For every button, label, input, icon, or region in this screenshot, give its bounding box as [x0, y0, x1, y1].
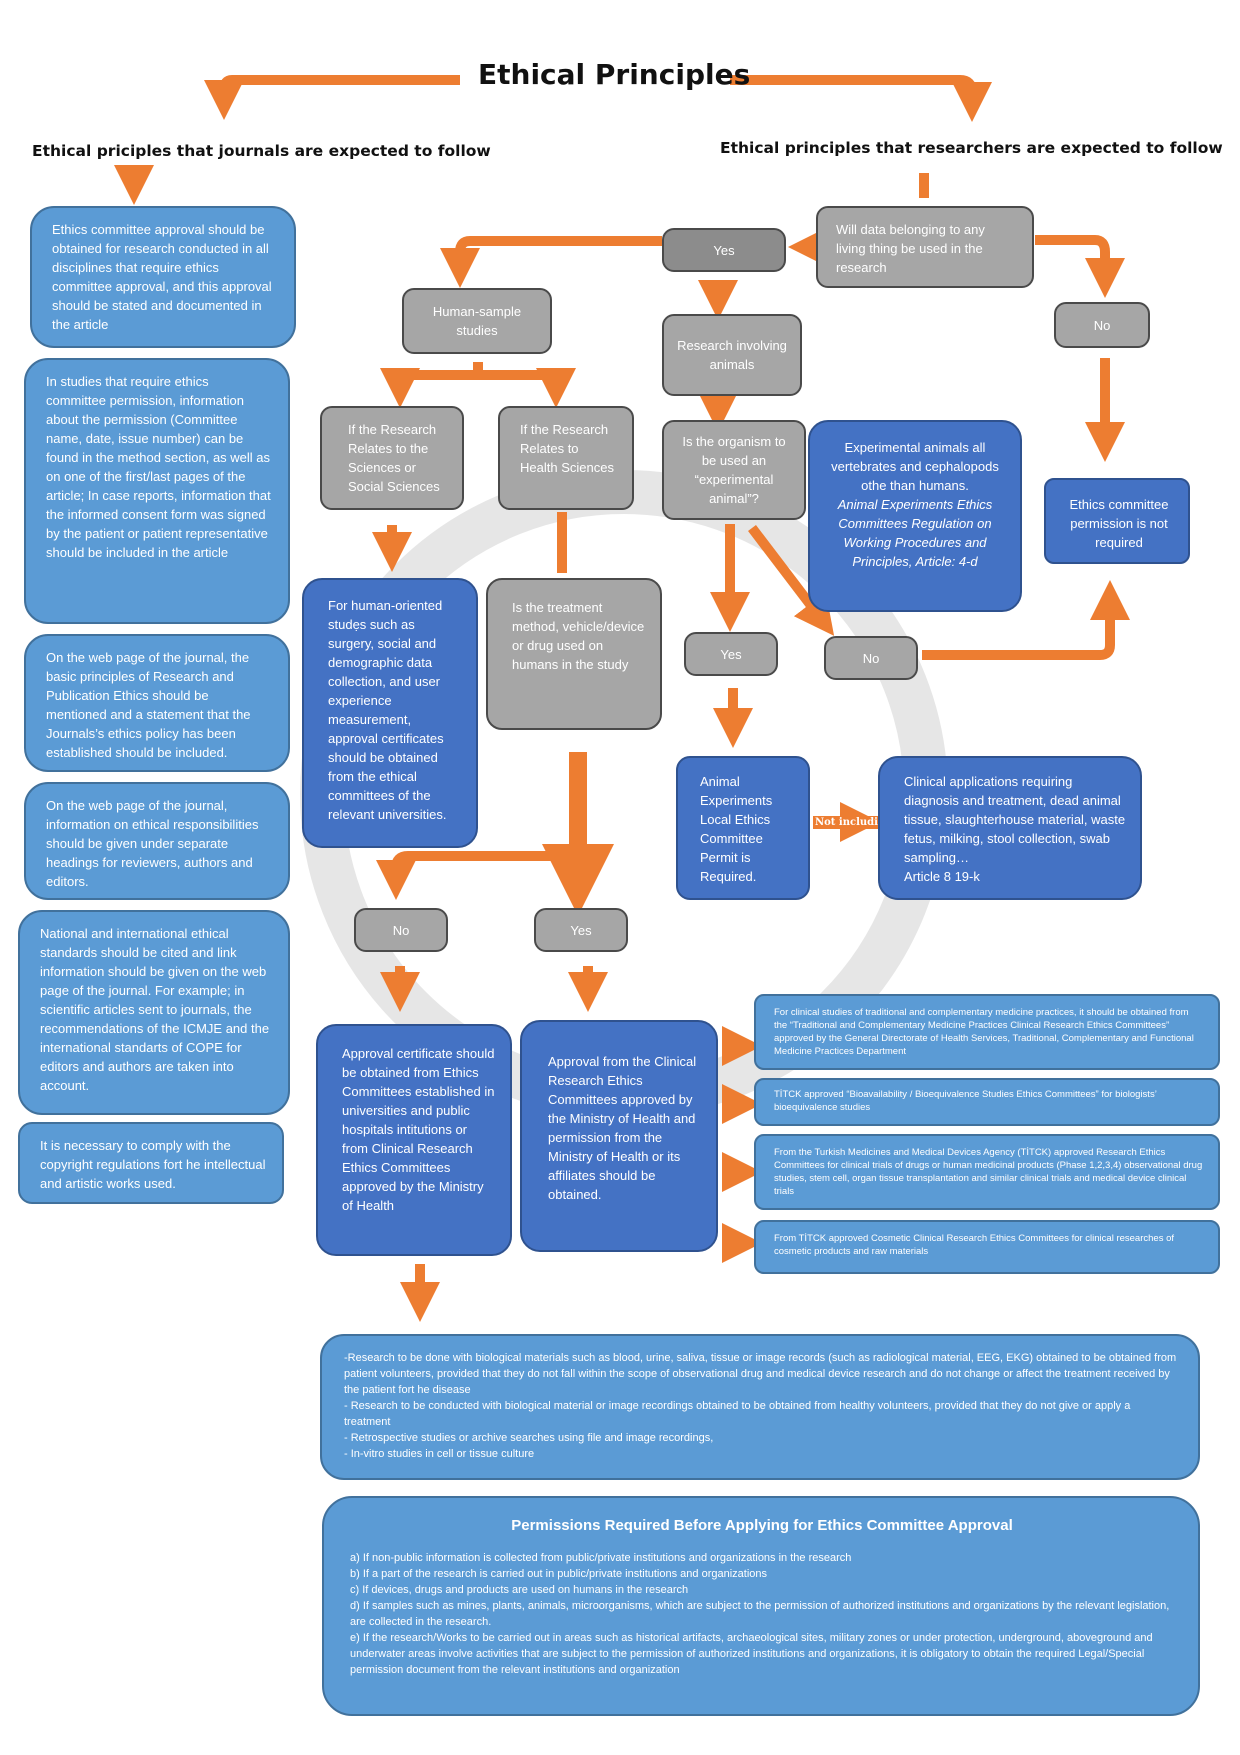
arrow-to-no — [1035, 235, 1125, 298]
node-approval-clinical: Approval from the Clinical Research Ethi… — [520, 1020, 718, 1252]
committee-box-bioequivalence: TİTCK approved “Bioavailability / Bioequ… — [754, 1078, 1220, 1126]
journal-box-web-principles: On the web page of the journal, the basi… — [24, 634, 290, 772]
journal-box-ethics-approval: Ethics committee approval should be obta… — [30, 206, 296, 348]
arrow-treatment-to-no — [376, 851, 556, 900]
arrow-noanimal-to-notrequired — [922, 580, 1130, 660]
node-ethics-not-required: Ethics committee permission is not requi… — [1044, 478, 1190, 564]
clinical-applications-text: Clinical applications requiring diagnosi… — [904, 774, 1126, 865]
journals-heading: Ethical pricipl​es that journals are exp… — [32, 142, 491, 160]
node-yes-top: Yes — [662, 228, 786, 272]
arrow-organism-to-no — [748, 524, 835, 636]
experimental-animals-reference: Animal Experiments Ethics Committees Reg… — [837, 497, 993, 569]
researchers-heading: Ethical principles that researchers are … — [720, 139, 1223, 157]
node-no-animal: No — [824, 636, 918, 680]
page-title: Ethical Principles — [478, 58, 751, 91]
node-health-sciences: If the Research Relates to Health Scienc… — [498, 406, 634, 510]
committee-box-traditional: For clinical studies of traditional and … — [754, 994, 1220, 1070]
node-no-top: No — [1054, 302, 1150, 348]
node-yes-animal: Yes — [684, 632, 778, 676]
node-animal-permit: Animal Experiments Local Ethics Committe… — [676, 756, 810, 900]
arrow-title-right — [730, 75, 992, 122]
arrow-human-to-health — [478, 368, 576, 408]
research-list-item: - In-vitro studies in cell or tissue cul… — [344, 1448, 535, 1460]
arrow-yes-to-human — [440, 236, 662, 288]
arrow-human-to-social — [380, 368, 478, 408]
research-list-box: -Research to be done with biological mat… — [320, 1334, 1200, 1480]
permission-item: b) If a part of the research is carried … — [350, 1568, 768, 1580]
committee-box-clinical-trials: From the Turkish Medicines and Medical D… — [754, 1134, 1220, 1210]
node-clinical-applications: Clinical applications requiring diagnosi… — [878, 756, 1142, 900]
node-organism-question: Is the organism to be used an “experimen… — [662, 420, 806, 520]
node-experimental-animals: Experimental animals all vertebrates and… — [808, 420, 1022, 612]
label-not-including: Not including — [813, 816, 895, 829]
node-will-data: Will data belonging to any living thing … — [816, 206, 1034, 288]
node-human-sample: Human-sample studies — [402, 288, 552, 354]
node-treatment-question: Is the treatment method, vehicle/device … — [486, 578, 662, 730]
permission-item: d) If samples such as mines, plants, ani… — [350, 1600, 1170, 1628]
permission-item: e) If the research/Works to be carried o… — [350, 1632, 1153, 1676]
node-social-sciences: If the Research Relates to the Sciences … — [320, 406, 464, 510]
experimental-animals-text: Experimental animals all vertebrates and… — [831, 440, 999, 493]
permissions-title: Permissions Required Before Applying for… — [511, 1517, 1013, 1534]
node-research-animals: Research involving animals — [662, 314, 802, 396]
research-list-item: -Research to be done with biological mat… — [344, 1352, 1177, 1396]
node-no-treatment: No — [354, 908, 448, 952]
journal-box-copyright: It is necessary to comply with the copyr… — [18, 1122, 284, 1204]
journal-box-standards: National and international ethical stand… — [18, 910, 290, 1115]
journal-box-permission-info: In studies that require ethics committee… — [24, 358, 290, 624]
arrow-title-left — [204, 75, 460, 120]
clinical-applications-reference: Article 8 19-k — [904, 869, 980, 884]
journal-box-responsibilities: On the web page of the journal, informat… — [24, 782, 290, 900]
node-approval-universities: Approval certificate should be obtained … — [316, 1024, 512, 1256]
node-yes-treatment: Yes — [534, 908, 628, 952]
research-list-item: - Retrospective studies or archive searc… — [344, 1432, 714, 1444]
research-list-item: - Research to be conducted with biologic… — [344, 1400, 1131, 1428]
permission-item: a) If non-public information is collecte… — [350, 1552, 852, 1564]
permissions-box: Permissions Required Before Applying for… — [322, 1496, 1200, 1716]
node-human-oriented: For human-oriented studẹs such as surger… — [302, 578, 478, 848]
permission-item: c) If devices, drugs and products are us… — [350, 1584, 689, 1596]
committee-box-cosmetic: From TİTCK approved Cosmetic Clinical Re… — [754, 1220, 1220, 1274]
